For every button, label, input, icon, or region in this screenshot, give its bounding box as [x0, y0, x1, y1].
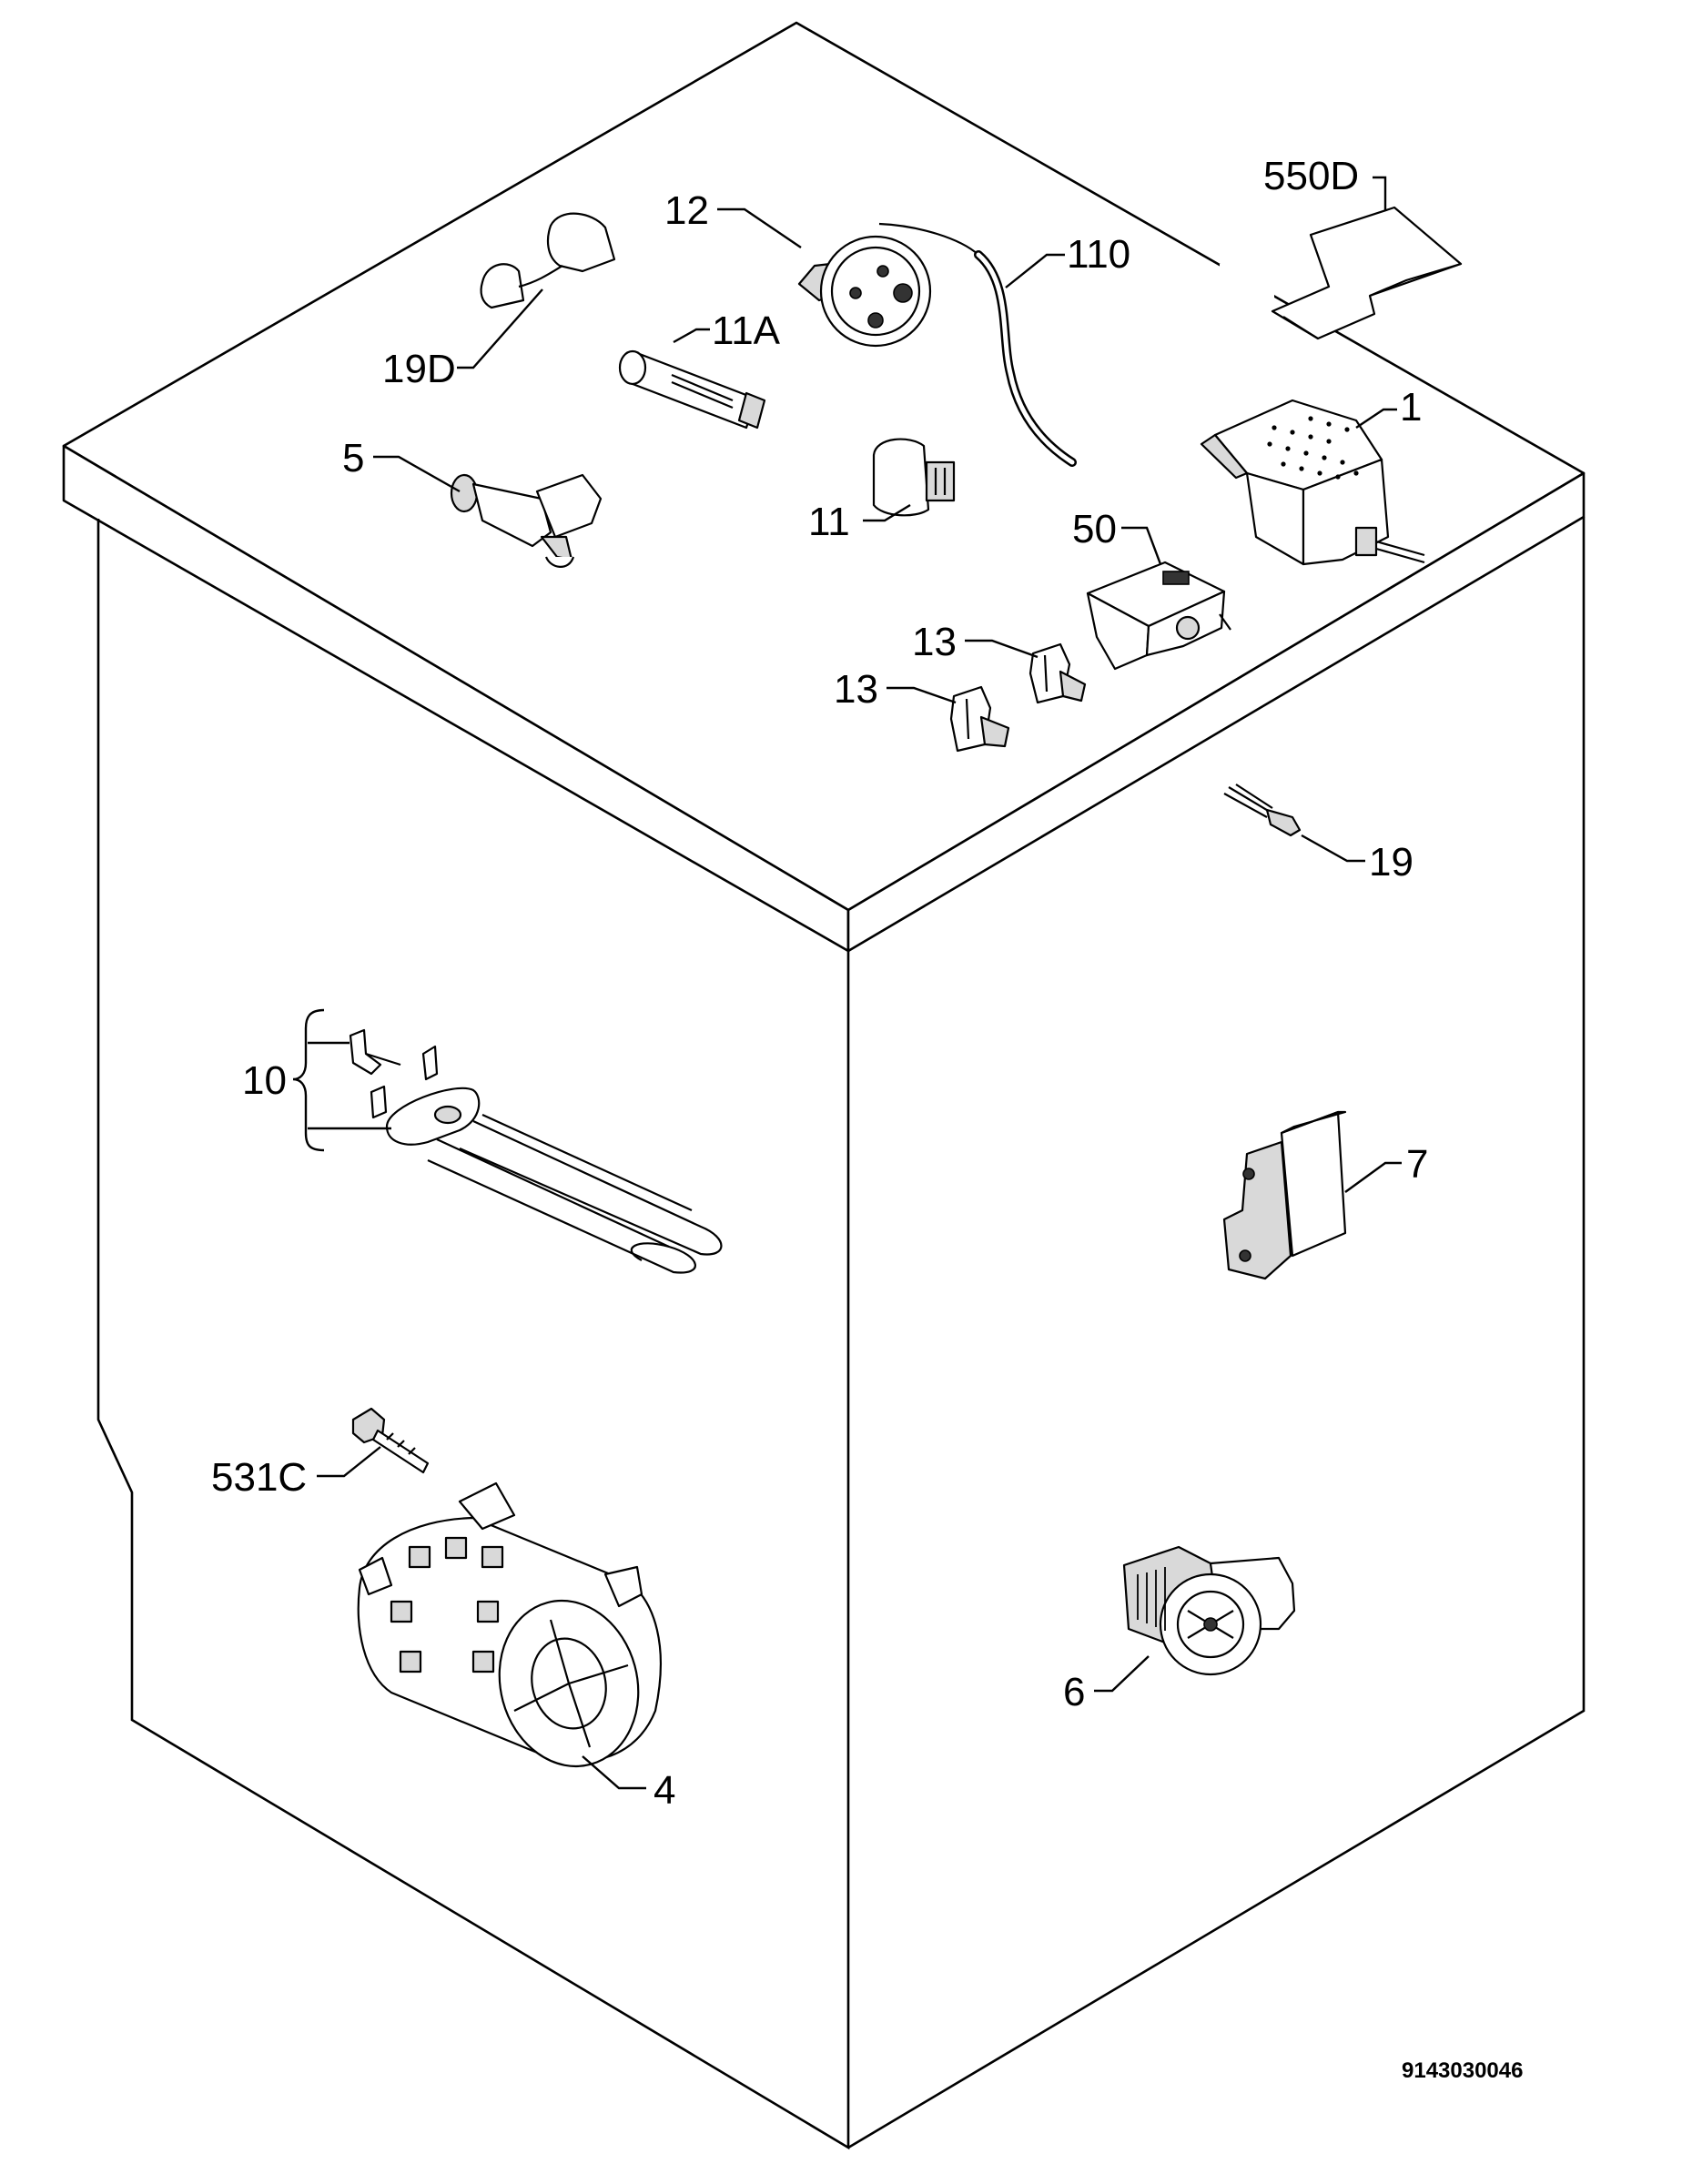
- leader-1: [1355, 408, 1397, 429]
- brace-10: [292, 1008, 325, 1152]
- leader-13-lower: [887, 686, 957, 704]
- part-11a-capacitor: [618, 349, 766, 430]
- callout-50: 50: [1072, 507, 1117, 551]
- part-4-motor: [357, 1481, 662, 1768]
- drawing-number: 9143030046: [1402, 2058, 1523, 2083]
- part-13-connector-lower: [949, 685, 1010, 753]
- leader-19: [1301, 834, 1365, 863]
- leader-11: [863, 503, 911, 522]
- cabinet-left-face: [96, 519, 850, 2150]
- callout-531c: 531C: [211, 1455, 307, 1500]
- part-12-pressure-switch: [797, 222, 979, 348]
- leader-13-upper: [965, 639, 1039, 659]
- top-face-gap: [1220, 264, 1274, 300]
- cabinet-right-face: [847, 517, 1586, 2149]
- callout-11a: 11A: [712, 308, 781, 353]
- part-19-sensor: [1223, 784, 1302, 837]
- leader-50: [1121, 526, 1162, 565]
- callout-13-upper: 13: [912, 620, 957, 664]
- leader-6: [1094, 1655, 1150, 1693]
- cabinet-outline: [62, 21, 1586, 2150]
- leader-550d: [1373, 176, 1387, 211]
- part-550d-bracket: [1271, 206, 1463, 340]
- leader-7: [1344, 1161, 1402, 1193]
- part-10-heating-element: [349, 1028, 723, 1274]
- part-5-inlet-valve: [450, 473, 603, 568]
- leader-531c: [317, 1446, 381, 1478]
- leader-5: [373, 455, 461, 493]
- part-13-connector-upper: [1028, 642, 1087, 704]
- callout-19d: 19D: [382, 347, 456, 391]
- callout-110: 110: [1067, 232, 1130, 277]
- callout-13-lower: 13: [834, 667, 878, 712]
- leader-11a: [673, 328, 710, 344]
- leader-110: [1005, 253, 1065, 288]
- callout-7: 7: [1406, 1142, 1428, 1187]
- callout-550d: 550D: [1263, 154, 1359, 198]
- part-7-door-interlock: [1222, 1110, 1347, 1280]
- callout-10: 10: [242, 1058, 287, 1103]
- leader-19d: [457, 288, 543, 369]
- part-1-programmer-timer: [1200, 399, 1425, 566]
- leader-4: [582, 1755, 646, 1790]
- callout-1: 1: [1400, 385, 1422, 430]
- callout-12: 12: [664, 188, 709, 233]
- part-110-hose-inner: [976, 252, 1075, 465]
- part-19d-cable-clips: [480, 212, 616, 309]
- callout-5: 5: [342, 436, 364, 480]
- callout-6: 6: [1063, 1670, 1085, 1714]
- part-6-drain-pump: [1122, 1545, 1296, 1676]
- callout-4: 4: [654, 1768, 675, 1813]
- part-50-switch: [1086, 561, 1231, 671]
- leader-12: [717, 207, 802, 248]
- callout-19: 19: [1369, 840, 1413, 885]
- part-531c-screw: [351, 1407, 430, 1474]
- part-11-capacitor: [872, 438, 956, 517]
- callout-11: 11: [808, 500, 850, 544]
